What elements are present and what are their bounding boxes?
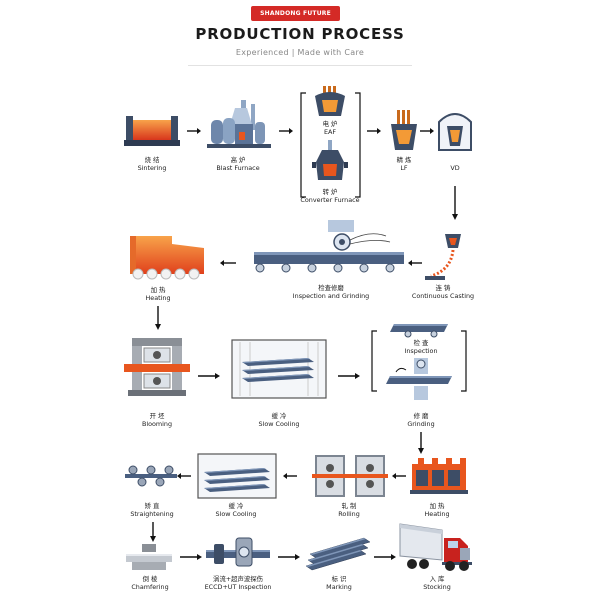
furnace-icon — [130, 236, 204, 280]
bundle-icon — [305, 537, 371, 571]
truck-icon — [399, 523, 472, 571]
bracket-left — [300, 92, 306, 198]
arrow-icon — [220, 260, 236, 266]
bracket-right — [461, 330, 467, 392]
blooming-mill-icon — [124, 338, 190, 396]
grinder-icon — [254, 220, 404, 273]
page-subtitle: Experienced | Made with Care — [235, 48, 365, 57]
arrow-icon — [177, 473, 191, 479]
arrow-icon — [338, 373, 360, 379]
arrow-icon — [187, 128, 201, 134]
arrow-icon — [180, 554, 202, 560]
vd-icon — [438, 113, 472, 151]
ut-inspection-icon — [206, 537, 270, 567]
ladle-icon — [391, 110, 417, 150]
header-divider — [188, 65, 412, 66]
arrow-icon — [279, 128, 293, 134]
sintering-icon — [124, 116, 180, 146]
rolling-mill-icon — [312, 455, 388, 497]
label-vd: VD — [450, 164, 460, 172]
arrow-icon — [283, 473, 297, 479]
arrow-icon — [367, 128, 381, 134]
bracket-left — [371, 330, 377, 392]
arrow-icon — [374, 554, 396, 560]
arrow-icon — [418, 432, 424, 454]
arrow-icon — [452, 186, 458, 220]
arrow-icon — [150, 522, 156, 542]
cooling-bed-icon — [197, 453, 277, 499]
cooling-bed-icon — [231, 339, 327, 399]
bracket-right — [355, 92, 361, 198]
arrow-icon — [392, 473, 406, 479]
arrow-icon — [278, 554, 300, 560]
blast-furnace-icon — [207, 100, 271, 148]
inspection-grinding-icon — [386, 324, 452, 400]
straightener-icon — [125, 465, 177, 487]
company-badge: SHANDONG FUTURE METAL — [251, 6, 340, 32]
furnace-icon — [410, 458, 468, 494]
arrow-icon — [420, 128, 434, 134]
chamfer-icon — [126, 544, 172, 570]
eaf-icon — [315, 86, 345, 116]
caster-icon — [425, 234, 461, 280]
arrow-icon — [198, 373, 220, 379]
arrow-icon — [155, 306, 161, 330]
converter-icon — [312, 140, 348, 180]
arrow-icon — [408, 260, 422, 266]
page-title: PRODUCTION PROCESS — [195, 25, 405, 43]
